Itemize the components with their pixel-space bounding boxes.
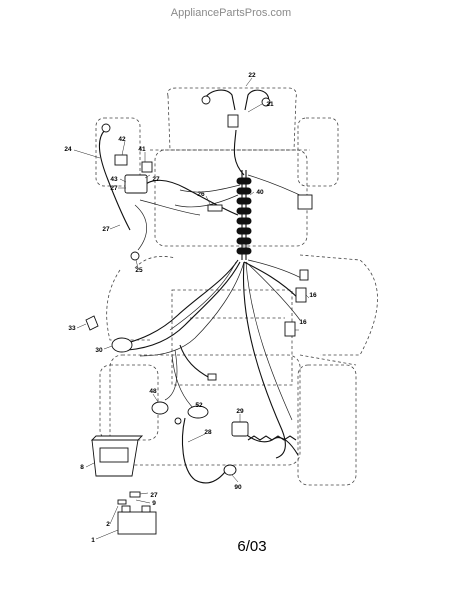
connector-30 — [111, 337, 133, 353]
switch-16-bottom — [284, 321, 296, 337]
fuse-41 — [141, 161, 153, 173]
connector-21 — [227, 114, 239, 128]
solenoid-29 — [231, 421, 249, 437]
part-label: 26 — [197, 191, 205, 198]
terminal-28 — [174, 417, 182, 425]
ground-terminal-90 — [223, 464, 237, 476]
connector-22-left — [201, 95, 211, 105]
part-label: 33 — [68, 325, 76, 332]
part-label: 16 — [299, 319, 307, 326]
part-label: 48 — [149, 388, 157, 395]
part-label: 27 — [152, 176, 160, 183]
part-label: 9 — [152, 500, 156, 507]
part-label: 90 — [234, 484, 242, 491]
components — [85, 95, 313, 535]
wire-harness — [98, 89, 311, 484]
leader-lines — [73, 77, 310, 540]
part-label: 41 — [138, 146, 146, 153]
wire-sheath-coil — [236, 177, 297, 441]
part-label: 28 — [204, 429, 212, 436]
part-labels: 22 21 24 42 41 43 27 27 27 27 26 40 25 1… — [64, 72, 317, 544]
date-code: 6/03 — [237, 538, 266, 555]
switch-bracket-43 — [124, 174, 148, 194]
part-label: 29 — [236, 408, 244, 415]
clip-33 — [85, 315, 99, 331]
watermark-text: AppliancePartsPros.com — [171, 7, 291, 19]
part-label: 8 — [80, 464, 84, 471]
nut-9 — [129, 491, 141, 498]
part-label: 21 — [266, 101, 274, 108]
part-label: 22 — [248, 72, 256, 79]
part-label: 2 — [106, 521, 110, 528]
part-label: 1 — [91, 537, 95, 544]
part-label: 25 — [135, 267, 143, 274]
part-label: 43 — [110, 176, 118, 183]
part-label: 27 — [110, 185, 118, 192]
part-label: 30 — [95, 347, 103, 354]
connector-right-top — [297, 194, 313, 210]
switch-16-top — [295, 287, 307, 303]
ground-terminal-24 — [101, 123, 111, 133]
part-label: 24 — [64, 146, 72, 153]
terminal-mid — [207, 373, 217, 381]
battery-1 — [117, 511, 157, 535]
bolt-2 — [117, 499, 127, 505]
part-label: 40 — [256, 189, 264, 196]
connector-right-mid — [299, 269, 309, 281]
connector-22-right — [261, 97, 271, 107]
part-label: 27 — [150, 492, 158, 499]
part-label: 27 — [102, 226, 110, 233]
part-label: 52 — [195, 402, 203, 409]
ground-terminal-25 — [130, 251, 140, 261]
part-label: 42 — [118, 136, 126, 143]
tractor-outline — [95, 87, 378, 486]
diode-26 — [207, 204, 223, 212]
switch-48 — [151, 401, 169, 415]
part-label: 16 — [309, 292, 317, 299]
relay-42 — [114, 154, 128, 166]
